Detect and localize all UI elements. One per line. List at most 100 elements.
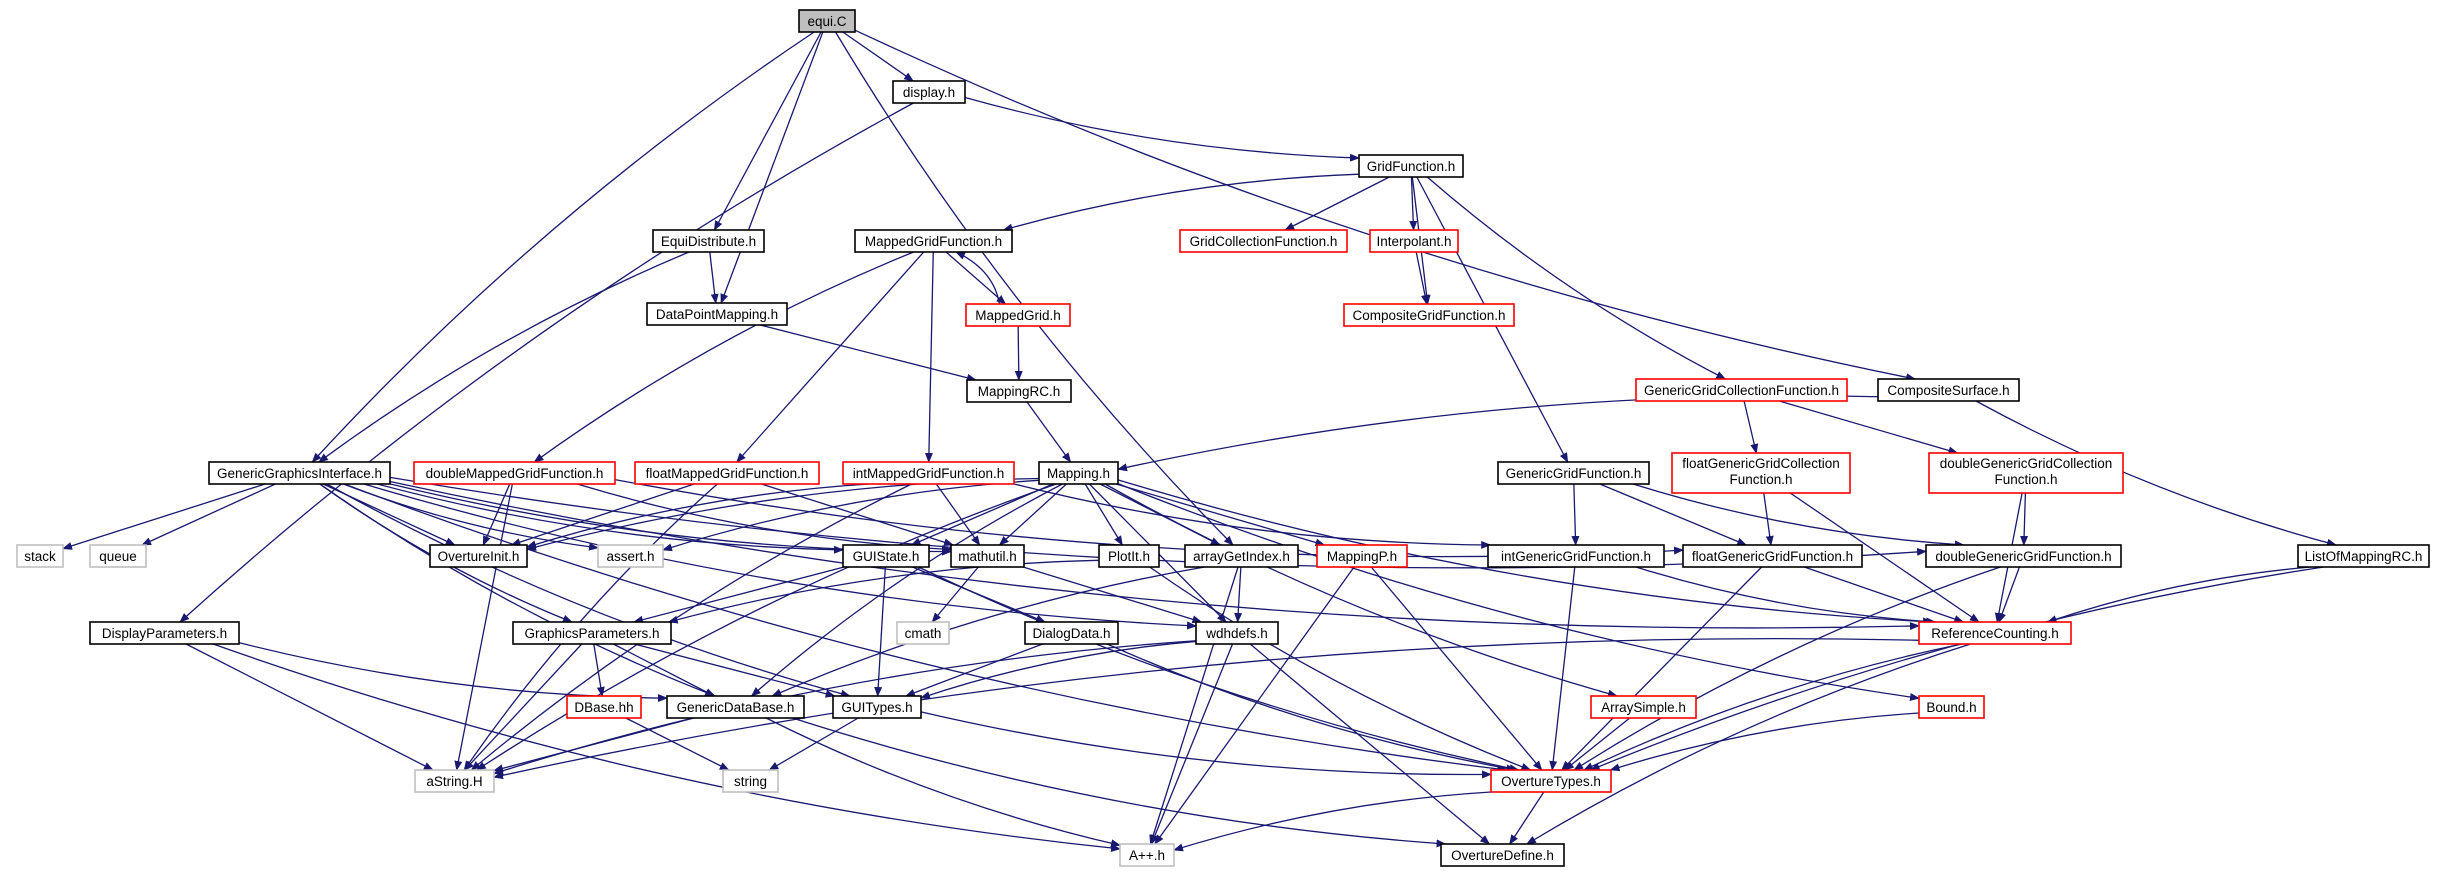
dependency-edge-GenericGraphicsInterface-to-GenericDataBase [319, 483, 716, 697]
dependency-edge-arrayGetIndex-to-GenericDataBase [771, 566, 1205, 697]
dependency-edge-MappedGridFunction-to-MappedGrid [945, 251, 1007, 305]
node-label: cmath [905, 626, 942, 641]
node-floatMappedGridFunction[interactable]: floatMappedGridFunction.h [634, 461, 820, 485]
node-CompositeGridFunction[interactable]: CompositeGridFunction.h [1343, 303, 1515, 327]
node-box [1918, 695, 1985, 719]
dependency-edge-doubleGenericGridCollectionFunction-to-doubleGenericGridFunction [2020, 492, 2029, 546]
node-box [832, 695, 922, 719]
node-box [1440, 843, 1565, 867]
node-ListOfMappingRC[interactable]: ListOfMappingRC.h [2297, 544, 2430, 568]
node-floatGenericGridFunction[interactable]: floatGenericGridFunction.h [1682, 544, 1863, 568]
node-doubleMappedGridFunction[interactable]: doubleMappedGridFunction.h [413, 461, 616, 485]
node-intGenericGridFunction[interactable]: intGenericGridFunction.h [1487, 544, 1665, 568]
node-aString[interactable]: aString.H [414, 769, 495, 793]
node-EquiDistribute[interactable]: EquiDistribute.h [652, 229, 765, 253]
node-GUIState[interactable]: GUIState.h [842, 544, 930, 568]
node-label: OvertureDefine.h [1451, 848, 1554, 863]
dependency-edge-MappedGridFunction-to-doubleMappedGridFunction [533, 251, 914, 463]
node-DisplayParameters[interactable]: DisplayParameters.h [89, 621, 240, 645]
node-label: arrayGetIndex.h [1193, 549, 1290, 564]
node-box [966, 379, 1072, 403]
node-CompositeSurface[interactable]: CompositeSurface.h [1877, 378, 2020, 402]
node-label: ReferenceCounting.h [1931, 626, 2059, 641]
node-GridCollectionFunction[interactable]: GridCollectionFunction.h [1179, 229, 1348, 253]
dependency-edge-GUIState-to-GUITypes [874, 566, 886, 697]
node-box [1590, 695, 1697, 719]
dependency-edge-GridFunction-to-GenericGridCollectionFunction [1426, 176, 1727, 380]
node-MappedGrid[interactable]: MappedGrid.h [965, 303, 1071, 327]
node-Interpolant[interactable]: Interpolant.h [1369, 229, 1459, 253]
node-mathutil[interactable]: mathutil.h [950, 544, 1025, 568]
node-ArraySimple[interactable]: ArraySimple.h [1590, 695, 1697, 719]
dependency-edge-Mapping-to-ArraySimple [1104, 483, 1618, 698]
node-PlotIt[interactable]: PlotIt.h [1098, 544, 1160, 568]
dependency-edge-floatMappedGridFunction-to-mathutil [761, 483, 954, 547]
dependency-edge-equiC-to-arrayGetIndex [834, 31, 1234, 546]
dependency-edge-arrayGetIndex-to-App [1149, 566, 1239, 845]
node-box [798, 9, 856, 33]
node-box [1195, 621, 1279, 645]
node-MappingRC[interactable]: MappingRC.h [966, 379, 1072, 403]
node-box [896, 621, 950, 645]
dependency-edge-Mapping-to-ReferenceCounting [1117, 479, 1933, 626]
node-MappingP[interactable]: MappingP.h [1316, 544, 1408, 568]
node-assert[interactable]: assert.h [597, 544, 664, 568]
node-DialogData[interactable]: DialogData.h [1024, 621, 1119, 645]
node-box [666, 695, 805, 719]
node-GenericGridCollectionFunction[interactable]: GenericGridCollectionFunction.h [1635, 378, 1848, 402]
node-box [1038, 461, 1119, 485]
node-GUITypes[interactable]: GUITypes.h [832, 695, 922, 719]
node-label: floatMappedGridFunction.h [646, 466, 809, 481]
node-OvertureInit[interactable]: OvertureInit.h [429, 544, 528, 568]
dependency-edge-wdhdefs-to-OvertureDefine [1249, 643, 1491, 845]
dependency-edge-DataPointMapping-to-MappingRC [759, 324, 977, 382]
dependency-edge-ListOfMappingRC-to-OvertureTypes [1589, 566, 2324, 771]
node-box [722, 769, 779, 793]
dependency-edge-display-to-GridFunction [964, 96, 1360, 162]
dependency-edge-doubleGenericGridFunction-to-OvertureTypes [1573, 566, 2001, 771]
node-Bound[interactable]: Bound.h [1918, 695, 1985, 719]
dependency-edge-GridFunction-to-GridCollectionFunction [1284, 176, 1390, 231]
node-OvertureTypes[interactable]: OvertureTypes.h [1490, 769, 1612, 793]
node-queue[interactable]: queue [89, 544, 147, 568]
node-cmath[interactable]: cmath [896, 621, 950, 645]
node-GraphicsParameters[interactable]: GraphicsParameters.h [512, 621, 672, 645]
dependency-edge-OvertureTypes-to-App [1173, 791, 1492, 852]
dependency-edge-DialogData-to-OvertureTypes [1106, 643, 1517, 773]
node-App[interactable]: A++.h [1119, 843, 1175, 867]
node-doubleGenericGridFunction[interactable]: doubleGenericGridFunction.h [1925, 544, 2122, 568]
dependency-edge-GenericGridFunction-to-floatGenericGridFunction [1599, 483, 1748, 546]
node-arrayGetIndex[interactable]: arrayGetIndex.h [1184, 544, 1299, 568]
node-box [1316, 544, 1408, 568]
node-ReferenceCounting[interactable]: ReferenceCounting.h [1918, 621, 2072, 645]
node-box [1179, 229, 1348, 253]
node-OvertureDefine[interactable]: OvertureDefine.h [1440, 843, 1565, 867]
node-GenericGraphicsInterface[interactable]: GenericGraphicsInterface.h [208, 461, 391, 485]
node-intMappedGridFunction[interactable]: intMappedGridFunction.h [842, 461, 1015, 485]
node-MappedGridFunction[interactable]: MappedGridFunction.h [854, 229, 1013, 253]
node-equiC[interactable]: equi.C [798, 9, 856, 33]
node-DBase[interactable]: DBase.hh [566, 695, 642, 719]
node-box [1490, 769, 1612, 793]
node-GenericGridFunction[interactable]: GenericGridFunction.h [1497, 461, 1650, 485]
node-GenericDataBase[interactable]: GenericDataBase.h [666, 695, 805, 719]
node-GridFunction[interactable]: GridFunction.h [1358, 154, 1464, 178]
node-string[interactable]: string [722, 769, 779, 793]
node-stack[interactable]: stack [16, 544, 64, 568]
dependency-edge-mathutil-to-cmath [931, 566, 979, 623]
dependency-edge-MappingRC-to-Mapping [1026, 401, 1072, 463]
node-wdhdefs[interactable]: wdhdefs.h [1195, 621, 1279, 645]
node-box [2297, 544, 2430, 568]
node-label: GUITypes.h [841, 700, 912, 715]
node-box [646, 302, 788, 326]
node-label: GraphicsParameters.h [524, 626, 659, 641]
dependency-edge-ArraySimple-to-OvertureTypes [1563, 717, 1631, 771]
node-display[interactable]: display.h [892, 80, 966, 104]
node-DataPointMapping[interactable]: DataPointMapping.h [646, 302, 788, 326]
node-Mapping[interactable]: Mapping.h [1038, 461, 1119, 485]
node-label: DBase.hh [574, 700, 633, 715]
node-label: OvertureTypes.h [1501, 774, 1601, 789]
node-label: Bound.h [1926, 700, 1976, 715]
